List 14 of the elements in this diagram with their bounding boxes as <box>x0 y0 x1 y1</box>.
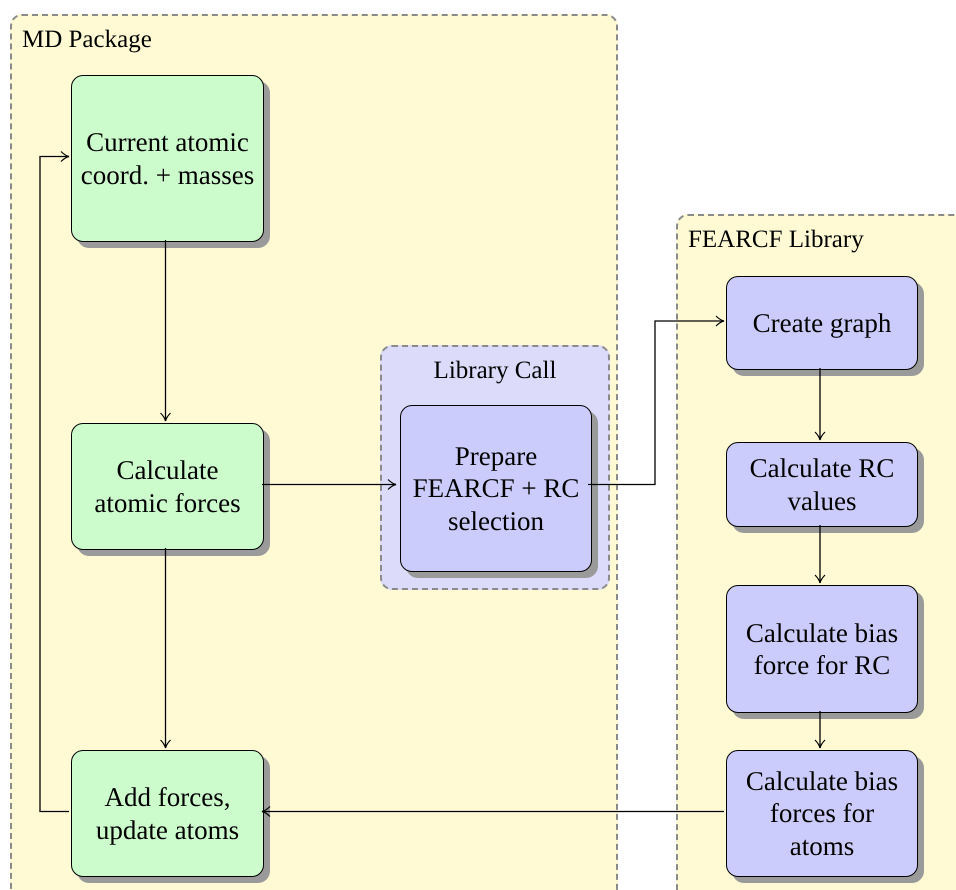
box-label: Calculate bias force for RC <box>744 616 900 682</box>
group-panel <box>10 14 618 890</box>
group-title: FEARCF Library <box>688 225 864 255</box>
box-label: Calculate atomic forces <box>93 454 242 519</box>
box-label: Calculate RC values <box>748 452 896 517</box>
group-panel <box>676 214 956 890</box>
box-label: Calculate bias forces for atoms <box>744 764 900 862</box>
box-label: Create graph <box>752 306 892 340</box>
group-title: Library Call <box>432 356 558 386</box>
box-label: Current atomic coord. + masses <box>80 126 256 191</box>
box-label: Prepare FEARCF + RC selection <box>412 440 580 538</box>
box-label: Add forces, update atoms <box>94 781 240 846</box>
group-panel <box>380 345 610 590</box>
group-title: MD Package <box>22 25 152 55</box>
